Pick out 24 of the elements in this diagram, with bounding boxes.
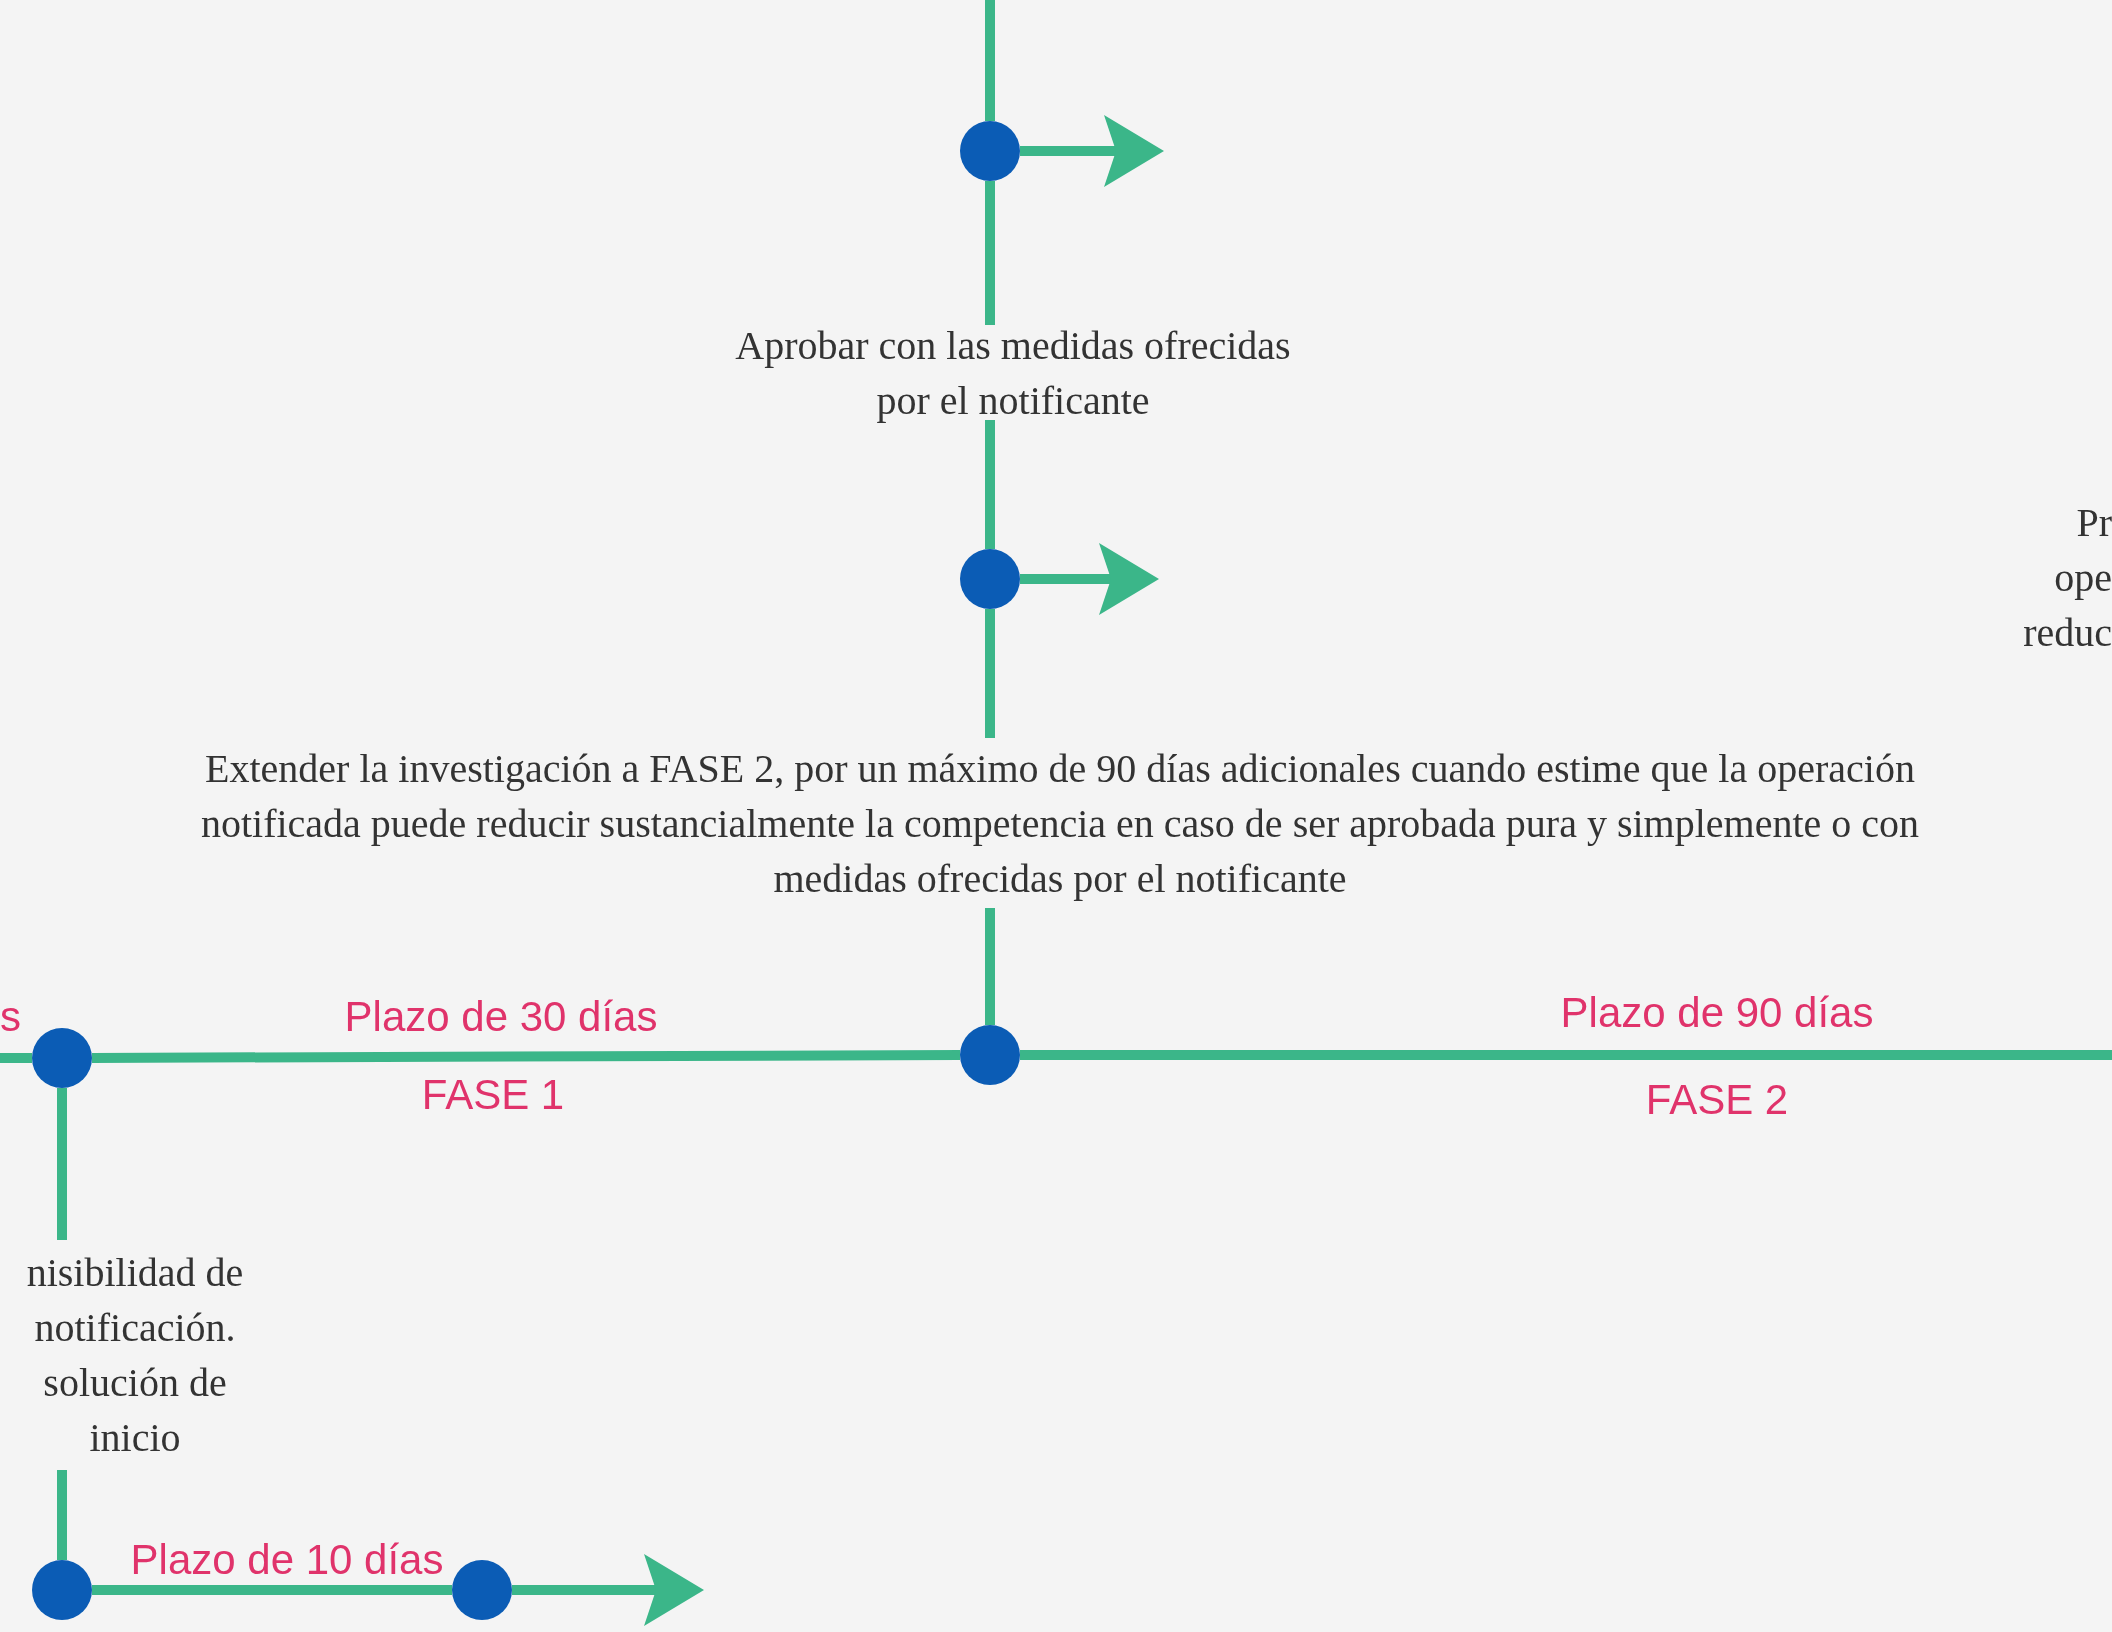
step-text: nisibilidad de notificación. solución de inicio — [25, 1249, 245, 1462]
step-text: Pr ope reduc — [2023, 499, 2112, 657]
duration-label: FASE 2 — [1645, 1075, 1789, 1125]
connector-line — [985, 181, 995, 325]
connector-line — [57, 1088, 67, 1240]
step-text: Extender la investigación a FASE 2, por un máximo de 90 días adicionales cuando estime que la operación notificada puede reducir sustancialmente la competencia en caso de ser aprobada pura y simplemente o con medidas ofrecidas por el notificante — [199, 744, 1921, 903]
connector-line — [57, 1470, 67, 1560]
connector-line — [0, 1053, 32, 1063]
arrow — [512, 1554, 704, 1626]
connector-line — [1020, 1050, 2112, 1060]
connector-line — [92, 1585, 452, 1595]
arrow — [1020, 543, 1159, 615]
connector-line — [985, 420, 995, 549]
connector-line — [92, 1050, 960, 1063]
connector-line — [985, 908, 995, 1025]
duration-label: FASE 1 — [421, 1070, 565, 1120]
duration-label: Plazo de 10 días — [130, 1535, 444, 1585]
arrow — [1020, 115, 1164, 187]
connector-line — [985, 0, 995, 121]
connector-line — [985, 609, 995, 738]
duration-label: s — [0, 992, 21, 1042]
duration-label: Plazo de 90 días — [1560, 988, 1874, 1038]
duration-label: Plazo de 30 días — [344, 992, 658, 1042]
step-text: Aprobar con las medidas ofrecidas por el notificante — [734, 321, 1292, 425]
